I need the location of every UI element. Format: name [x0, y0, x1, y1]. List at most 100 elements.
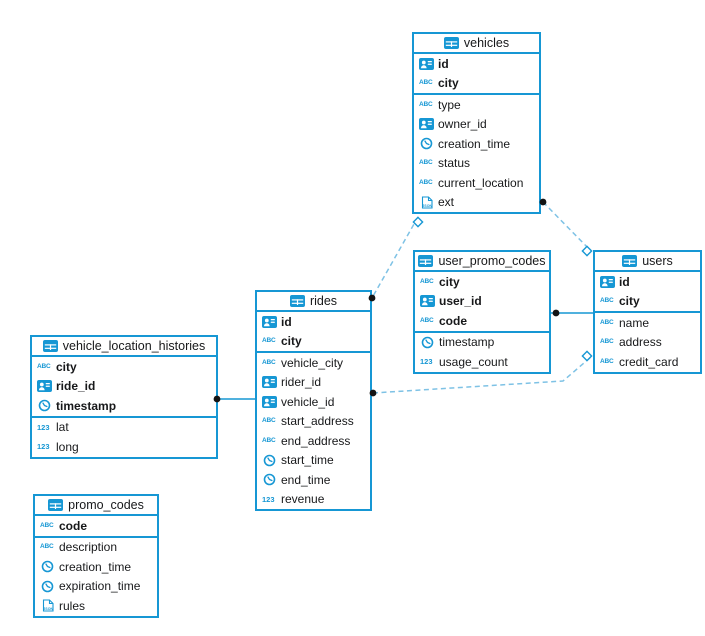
table-name: vehicle_location_histories: [62, 339, 206, 353]
field-row-user_id: user_id: [415, 292, 549, 312]
json-type-icon: JSON: [419, 196, 434, 209]
id-badge-icon: [262, 376, 277, 389]
text-type-icon: ABC: [600, 338, 614, 345]
table-name: users: [642, 254, 673, 268]
id-badge-icon: [262, 395, 277, 408]
table-header[interactable]: promo_codes: [35, 496, 157, 516]
table-header[interactable]: rides: [257, 292, 370, 312]
field-row-owner_id: owner_id: [414, 115, 539, 135]
relationship-line[interactable]: [371, 216, 419, 299]
timestamp-type-icon: [262, 454, 277, 467]
text-type-icon: ABC: [419, 178, 433, 186]
text-type-icon: ABC: [419, 79, 433, 86]
field-row-vehicle_id: vehicle_id: [257, 392, 370, 412]
field-label: address: [619, 335, 662, 350]
id-badge-icon: [37, 380, 52, 393]
diamond-terminator-icon: [581, 350, 593, 362]
field-row-expiration_time: expiration_time: [35, 577, 157, 597]
field-row-city: ABC city: [595, 292, 700, 312]
timestamp-type-icon: [419, 137, 434, 150]
timestamp-type-icon: [40, 580, 55, 593]
columns-section: timestamp 123 usage_count: [415, 333, 549, 372]
timestamp-type-icon: [40, 560, 55, 573]
field-label: city: [438, 76, 459, 91]
field-label: ext: [438, 195, 455, 210]
field-row-rider_id: rider_id: [257, 373, 370, 393]
table-header[interactable]: users: [595, 252, 700, 272]
text-type-icon: ABC: [600, 297, 614, 304]
field-label: end_time: [281, 472, 331, 487]
relationship-line[interactable]: [542, 201, 592, 252]
id-badge-icon: [600, 275, 615, 288]
timestamp-type-icon: [262, 473, 277, 486]
text-type-icon: ABC: [262, 337, 276, 344]
field-row-revenue: 123 revenue: [257, 490, 370, 510]
field-row-address: ABC address: [595, 333, 700, 353]
field-label: type: [438, 97, 461, 112]
relationship-user_promo_codes-users[interactable]: [551, 309, 593, 317]
table-icon: [622, 255, 638, 267]
id-badge-icon: [262, 315, 277, 328]
field-label: city: [439, 274, 460, 289]
field-label: revenue: [281, 492, 325, 507]
number-type-icon: 123: [420, 357, 433, 366]
svg-text:JSON: JSON: [422, 204, 432, 208]
table-icon: [48, 499, 64, 511]
field-label: lat: [56, 420, 69, 435]
field-label: start_time: [281, 453, 334, 468]
table-header[interactable]: vehicles: [414, 34, 539, 54]
relationship-line[interactable]: [372, 356, 592, 394]
text-type-icon: ABC: [40, 521, 54, 529]
field-label: usage_count: [439, 354, 508, 369]
timestamp-type-icon: [37, 399, 52, 412]
id-badge-icon: [419, 57, 434, 70]
field-label: city: [619, 294, 640, 309]
field-label: rules: [59, 598, 86, 613]
text-type-icon: ABC: [600, 357, 614, 365]
table-name: promo_codes: [68, 498, 144, 512]
text-type-icon: ABC: [40, 543, 54, 550]
field-label: id: [281, 314, 292, 329]
field-row-timestamp: timestamp: [415, 333, 549, 353]
table-name: user_promo_codes: [438, 254, 546, 268]
table-header[interactable]: user_promo_codes: [415, 252, 549, 272]
field-label: id: [438, 56, 449, 71]
field-row-ride_id: ride_id: [32, 377, 216, 397]
id-badge-icon: [419, 118, 434, 131]
field-label: long: [56, 439, 79, 454]
number-type-icon: 123: [262, 494, 275, 504]
id-badge-icon: [420, 295, 435, 308]
field-row-end_time: end_time: [257, 470, 370, 490]
field-label: timestamp: [56, 398, 117, 413]
table-header[interactable]: vehicle_location_histories: [32, 337, 216, 357]
field-row-description: ABC description: [35, 538, 157, 558]
json-type-icon: JSON: [40, 599, 55, 612]
field-label: end_address: [281, 433, 351, 448]
relationship-vehicles-users[interactable]: [539, 198, 593, 257]
relationship-vehicle_location_histories-rides[interactable]: [213, 395, 255, 403]
text-type-icon: ABC: [419, 159, 433, 166]
field-label: description: [59, 540, 118, 555]
